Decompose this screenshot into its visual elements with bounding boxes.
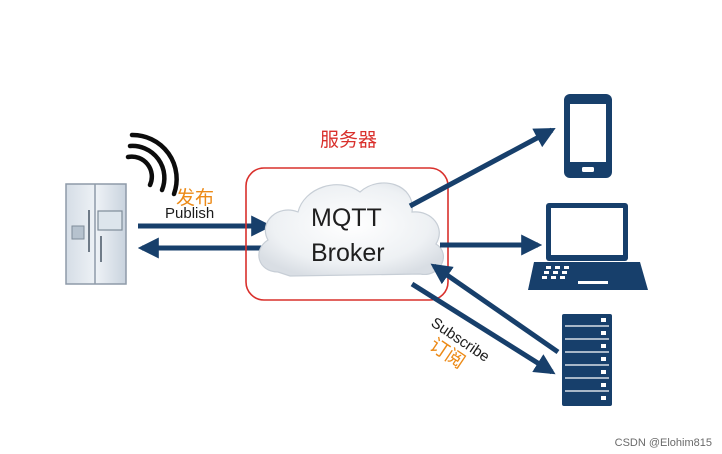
publish-label-zh: 发布 — [176, 187, 214, 209]
arrow-to-server-rack — [410, 281, 556, 375]
laptop-icon — [528, 203, 648, 290]
publish-label-en: Publish — [165, 205, 214, 222]
broker-line2: Broker — [311, 239, 385, 267]
refrigerator-icon — [65, 183, 127, 285]
subscribe-arrow — [430, 263, 560, 355]
wifi-signal-icon — [125, 132, 179, 197]
watermark: CSDN @Elohim815 — [615, 437, 712, 449]
server-label: 服务器 — [320, 129, 377, 151]
arrow-to-smartphone — [408, 127, 556, 209]
cloud-icon — [258, 182, 445, 277]
server-box — [245, 167, 449, 301]
smartphone-icon — [564, 94, 612, 178]
server-rack-icon — [562, 314, 612, 406]
broker-line1: MQTT — [311, 204, 382, 232]
